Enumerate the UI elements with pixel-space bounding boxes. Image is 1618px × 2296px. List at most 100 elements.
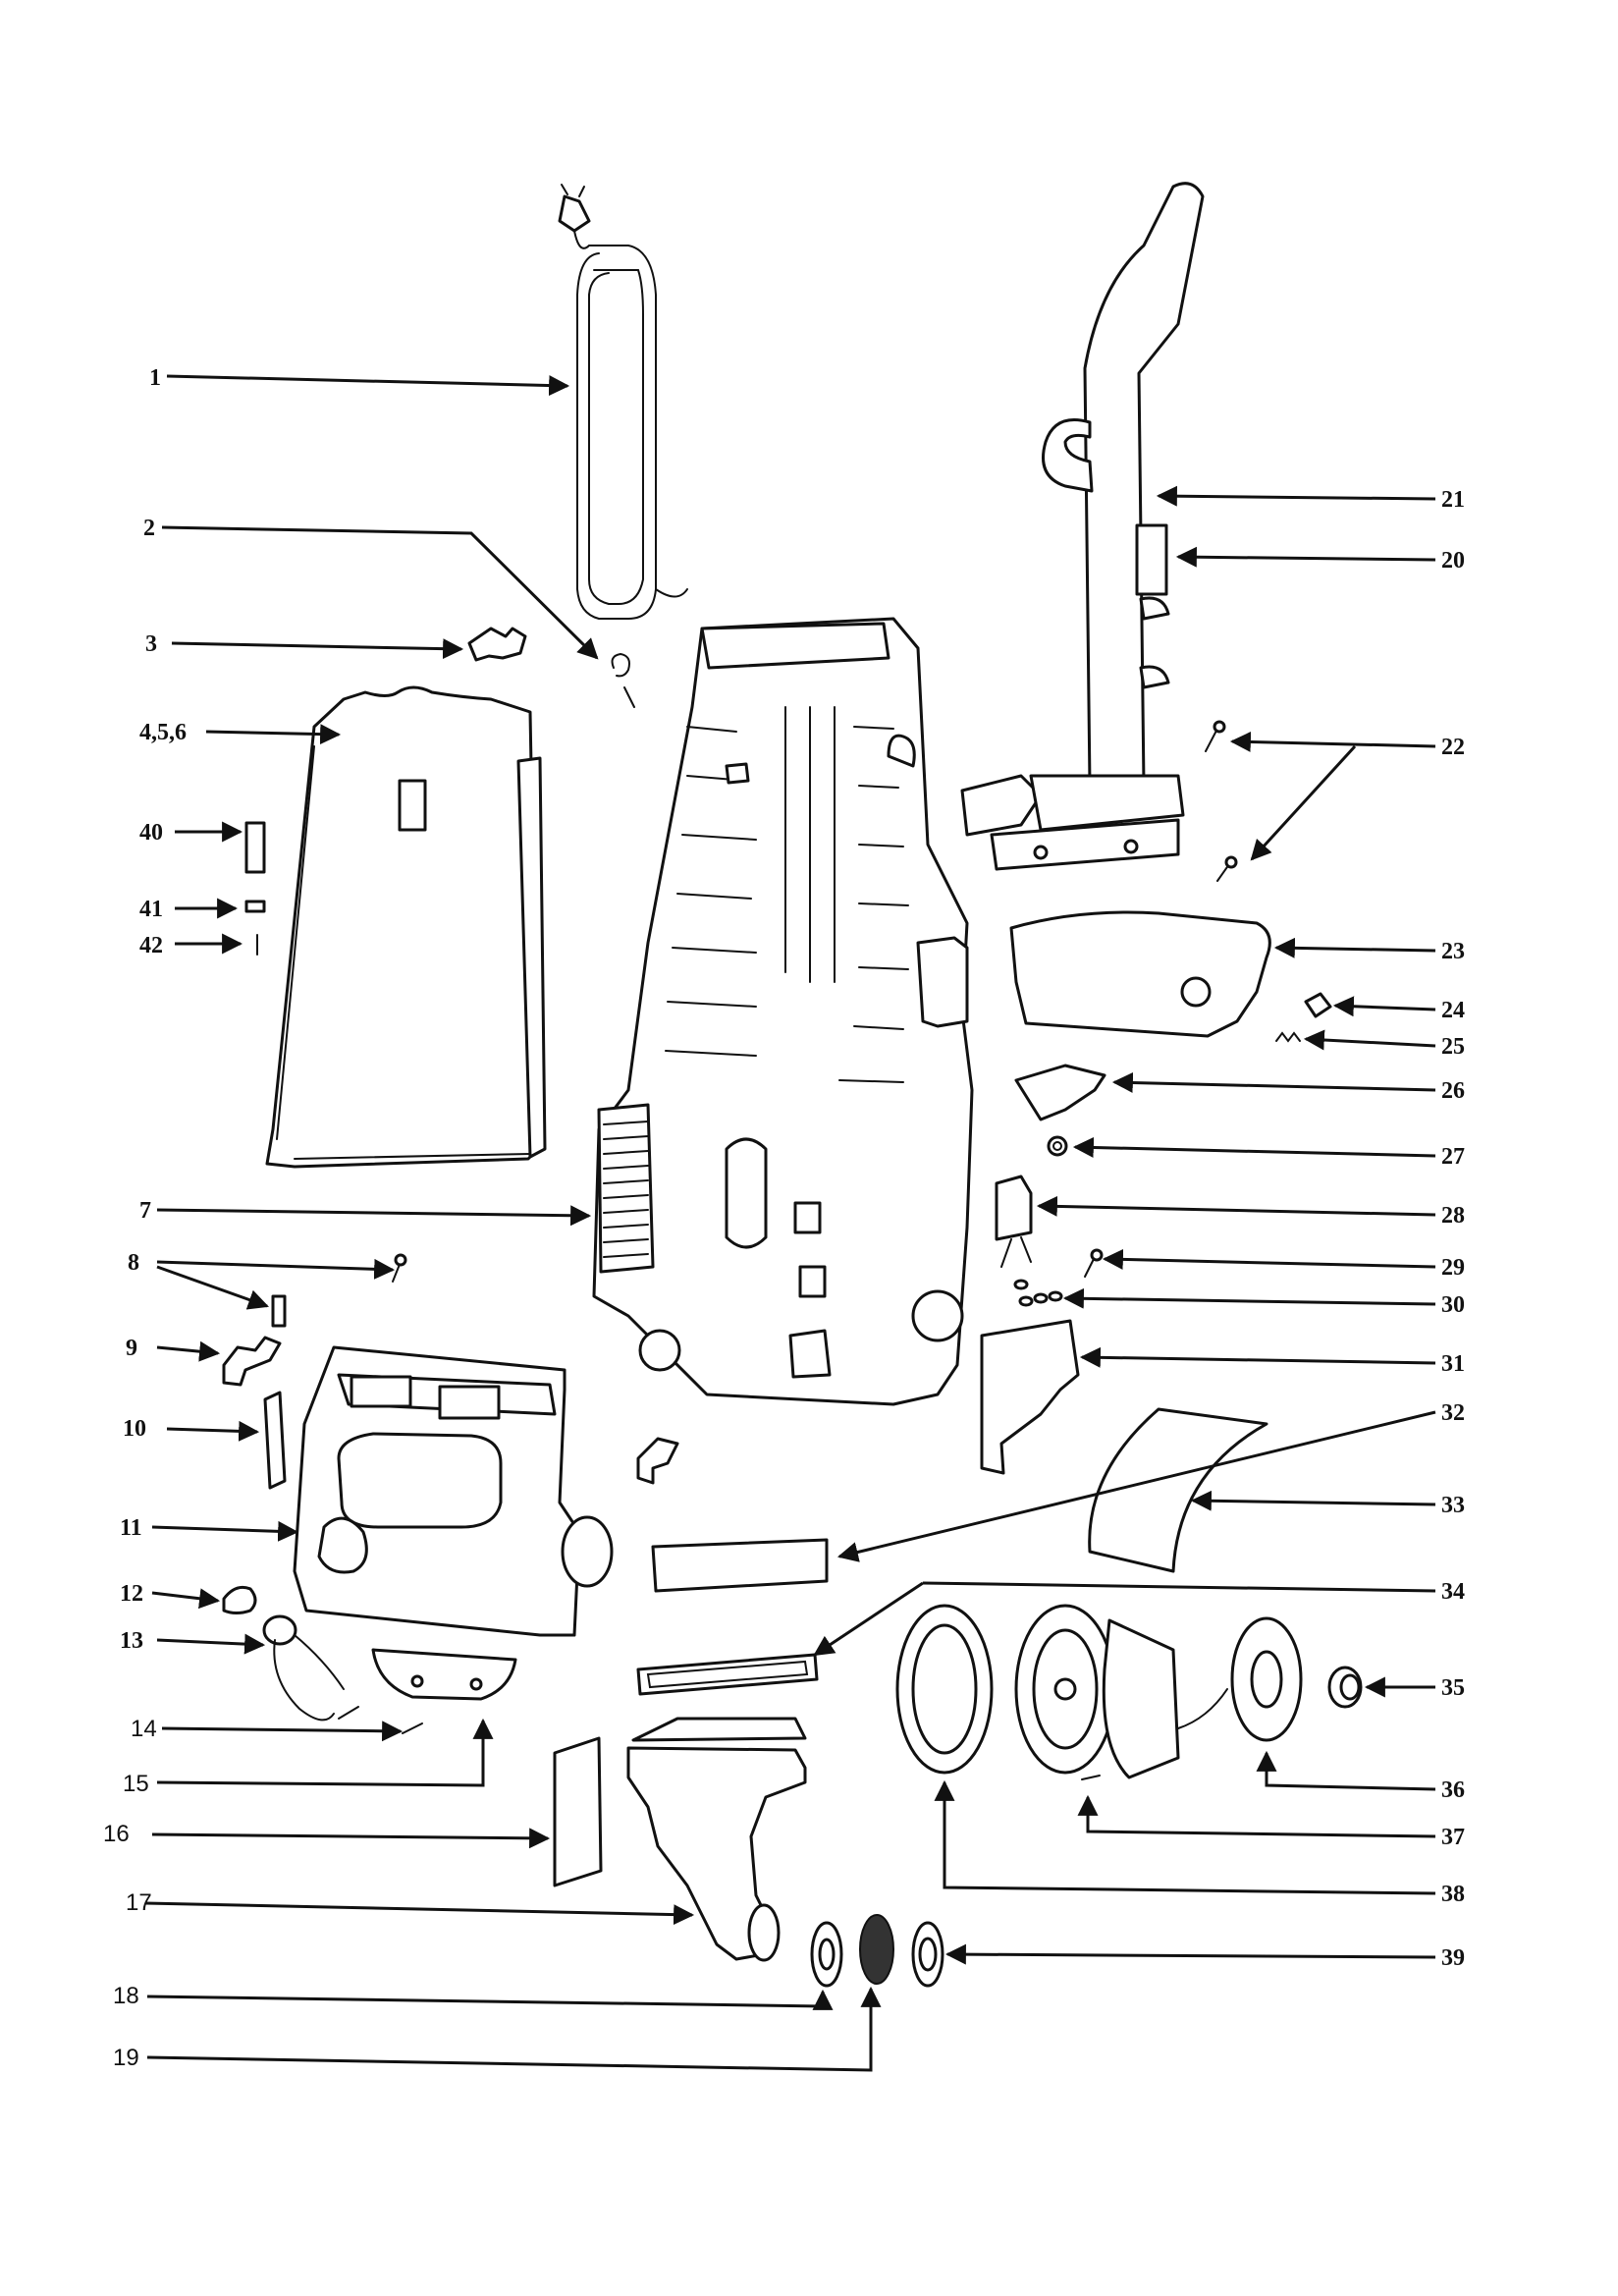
fan-impeller-part-19 — [859, 1914, 894, 1985]
callout-15: 15 — [123, 1771, 149, 1797]
callout-12: 12 — [120, 1581, 143, 1607]
callout-37: 37 — [1441, 1825, 1465, 1850]
leader-12 — [151, 1588, 221, 1610]
leader-2 — [161, 525, 599, 660]
callout-33: 33 — [1441, 1493, 1465, 1518]
leader-456 — [205, 724, 342, 745]
clip-part-9 — [222, 1336, 282, 1387]
bracket-part-26 — [1014, 1064, 1106, 1121]
end-cap-part-36 — [1230, 1616, 1303, 1742]
callout-24: 24 — [1441, 998, 1465, 1023]
filter-plate-part — [553, 1736, 603, 1887]
leader-1 — [166, 374, 570, 397]
screws-part-22 — [1205, 720, 1238, 882]
callout-11: 11 — [120, 1515, 142, 1541]
callout-35: 35 — [1441, 1675, 1465, 1701]
callout-26: 26 — [1441, 1078, 1465, 1104]
callout-36: 36 — [1441, 1777, 1465, 1803]
callout-42: 42 — [139, 933, 163, 958]
callout-38: 38 — [1441, 1882, 1465, 1907]
filter-part-32 — [651, 1538, 829, 1593]
leader-27 — [1072, 1136, 1436, 1158]
leader-3 — [171, 638, 464, 660]
base-housing-part — [293, 1345, 614, 1637]
leader-lines — [144, 374, 1436, 2072]
callout-18: 18 — [113, 1983, 139, 2009]
leader-30 — [1062, 1287, 1436, 1309]
leader-24 — [1332, 996, 1436, 1017]
callout-32: 32 — [1441, 1400, 1465, 1426]
callout-14: 14 — [131, 1716, 157, 1742]
callout-21: 21 — [1441, 487, 1465, 513]
callout-25: 25 — [1441, 1034, 1465, 1060]
callout-13: 13 — [120, 1628, 143, 1654]
leader-9 — [156, 1340, 221, 1362]
leader-25 — [1303, 1029, 1436, 1051]
loose-clip-part — [636, 1437, 679, 1485]
hook-part — [611, 652, 635, 708]
c-clip-part-27 — [1047, 1135, 1068, 1157]
small-parts-40-41-42 — [244, 821, 266, 956]
callout-39: 39 — [1441, 1945, 1465, 1971]
callout-34: 34 — [1441, 1579, 1465, 1605]
leader-7 — [156, 1205, 592, 1227]
spring-part-25 — [1275, 1031, 1301, 1043]
bumper-plate-part — [371, 1648, 517, 1701]
bag-cover-panel-part — [265, 685, 547, 1169]
callout-10: 10 — [123, 1416, 146, 1442]
callout-28: 28 — [1441, 1203, 1465, 1229]
callout-41: 41 — [139, 897, 163, 922]
leader-20 — [1175, 546, 1436, 568]
hose-part-13 — [262, 1614, 345, 1722]
motor-part-37 — [1014, 1604, 1228, 1780]
leader-8a — [156, 1258, 396, 1280]
callout-9: 9 — [126, 1336, 137, 1361]
callout-29: 29 — [1441, 1255, 1465, 1281]
callout-30: 30 — [1441, 1292, 1465, 1318]
front-cover-part — [1009, 910, 1271, 1038]
callout-17: 17 — [126, 1889, 152, 1916]
leader-38 — [934, 1779, 1436, 1895]
callout-23: 23 — [1441, 939, 1465, 964]
callout-labels: 1 2 3 4,5,6 40 41 42 7 8 9 10 11 12 13 1… — [103, 365, 1465, 2071]
leader-29 — [1102, 1248, 1436, 1270]
leader-18 — [146, 1989, 834, 2010]
main-body-housing-part — [592, 617, 974, 1406]
leader-36 — [1256, 1750, 1436, 1791]
callout-4-5-6: 4,5,6 — [139, 720, 187, 745]
leader-10 — [166, 1420, 260, 1442]
clip-part-24 — [1304, 992, 1332, 1018]
callout-1: 1 — [149, 365, 161, 391]
leader-14 — [161, 1721, 404, 1742]
leader-15 — [156, 1718, 494, 1787]
callout-20: 20 — [1441, 548, 1465, 574]
leader-32 — [836, 1410, 1436, 1562]
callout-40: 40 — [139, 820, 163, 846]
leader-13 — [156, 1633, 266, 1655]
cover-part-33 — [1088, 1407, 1268, 1573]
filter-frame-part-34 — [636, 1653, 819, 1696]
leader-11 — [151, 1520, 299, 1542]
fan-housing-part — [626, 1717, 807, 1962]
leader-31 — [1079, 1346, 1436, 1368]
callout-7: 7 — [139, 1198, 151, 1224]
leader-39 — [944, 1943, 1436, 1965]
screws-part-14 — [338, 1706, 423, 1734]
wheel-part-38 — [895, 1604, 994, 1775]
callout-3: 3 — [145, 631, 157, 657]
washer-part-18 — [810, 1921, 843, 1988]
leader-19 — [146, 1986, 882, 2072]
ring-part-39 — [911, 1921, 944, 1988]
leader-8b — [156, 1265, 269, 1310]
cord-clip-part — [467, 627, 527, 662]
callout-31: 31 — [1441, 1351, 1465, 1377]
leader-22b — [1250, 744, 1357, 861]
leader-34 — [922, 1581, 1436, 1593]
callout-27: 27 — [1441, 1144, 1465, 1170]
screw-part-29 — [1084, 1248, 1104, 1278]
callout-19: 19 — [113, 2045, 139, 2071]
switch-part-28 — [995, 1175, 1033, 1268]
panel-part-31 — [980, 1319, 1080, 1475]
power-cord-part — [558, 184, 688, 620]
